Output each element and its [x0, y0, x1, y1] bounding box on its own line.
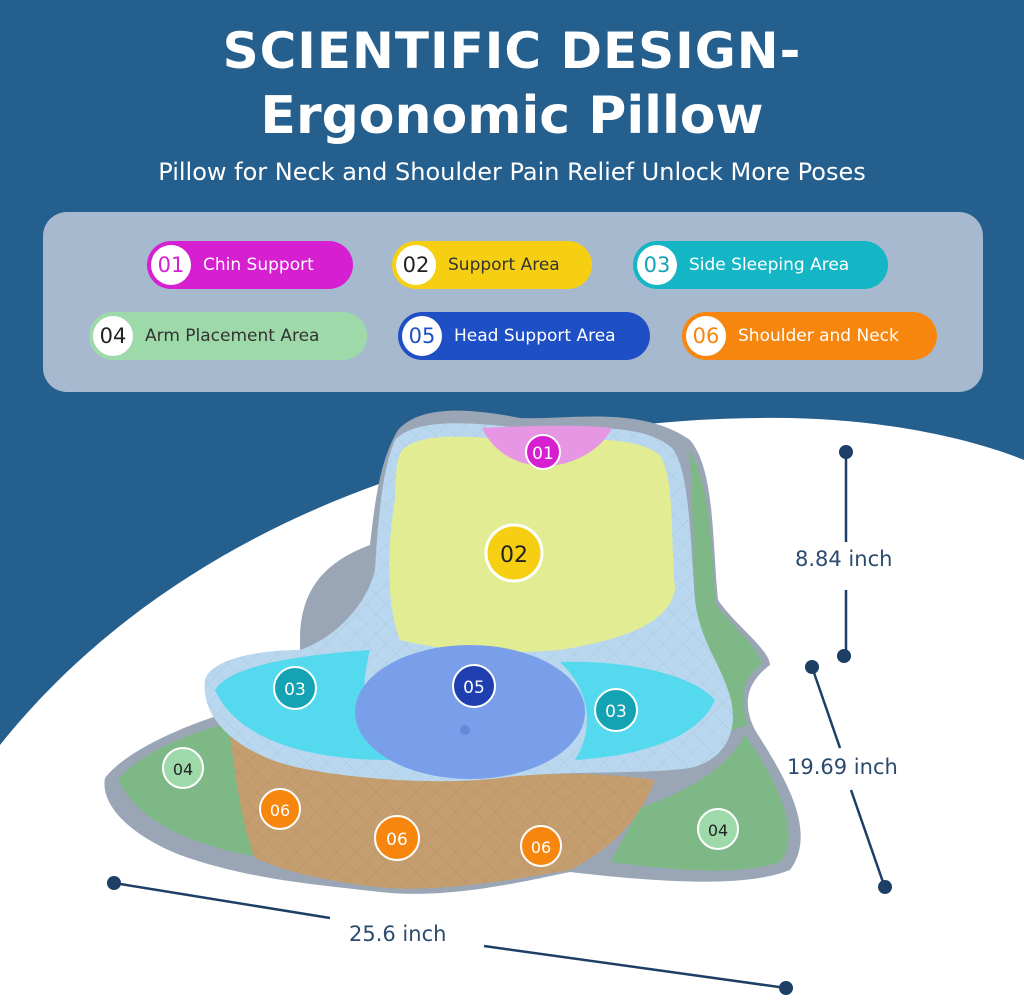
legend-label: Shoulder and Neck — [738, 326, 899, 346]
dimension-height-line — [837, 445, 853, 663]
legend-item-head-support-area: 05 Head Support Area — [398, 312, 650, 360]
marker-03-right: 03 — [594, 688, 638, 732]
marker-03-left: 03 — [273, 666, 317, 710]
marker-02: 02 — [484, 523, 544, 583]
marker-06-left-label: 06 — [270, 801, 290, 820]
marker-05-label: 05 — [463, 678, 485, 698]
dimension-depth-line — [805, 660, 892, 894]
head-support-dimple — [460, 725, 470, 735]
marker-06-center-label: 06 — [386, 830, 408, 850]
marker-02-label: 02 — [500, 543, 528, 568]
legend-number: 04 — [93, 316, 133, 356]
legend-number: 02 — [396, 245, 436, 285]
legend-label: Side Sleeping Area — [689, 255, 850, 275]
subtitle: Pillow for Neck and Shoulder Pain Relief… — [158, 158, 866, 186]
marker-06-right-label: 06 — [531, 838, 551, 857]
dimension-width-label: 25.6 inch — [349, 922, 447, 946]
legend-label: Head Support Area — [454, 326, 616, 346]
legend-number: 05 — [402, 316, 442, 356]
dimension-depth-label: 19.69 inch — [787, 755, 898, 779]
marker-06-center: 06 — [374, 815, 420, 861]
legend-number: 01 — [151, 245, 191, 285]
dimension-width-line — [107, 876, 793, 995]
legend-item-chin-support: 01 Chin Support — [147, 241, 353, 289]
title-line-2: Ergonomic Pillow — [260, 86, 764, 146]
marker-06-right: 06 — [520, 825, 562, 867]
marker-04-right: 04 — [697, 808, 739, 850]
marker-04-left: 04 — [162, 747, 204, 789]
marker-05: 05 — [452, 664, 496, 708]
legend-panel: 01 Chin Support 02 Support Area 03 Side … — [43, 212, 983, 392]
title-line-1: SCIENTIFIC DESIGN- — [222, 22, 802, 80]
head-support-area — [355, 645, 585, 779]
marker-01: 01 — [525, 434, 561, 470]
legend-item-arm-placement-area: 04 Arm Placement Area — [89, 312, 367, 360]
legend-number: 03 — [637, 245, 677, 285]
arm-area-right — [610, 735, 789, 871]
marker-04-left-label: 04 — [173, 760, 193, 779]
marker-06-left: 06 — [259, 788, 301, 830]
legend-label: Arm Placement Area — [145, 326, 320, 346]
legend-label: Chin Support — [203, 255, 314, 275]
marker-04-right-label: 04 — [708, 821, 728, 840]
legend-number: 06 — [686, 316, 726, 356]
dimension-height-label: 8.84 inch — [795, 547, 893, 571]
marker-01-label: 01 — [532, 444, 554, 464]
legend-item-shoulder-and-neck: 06 Shoulder and Neck — [682, 312, 937, 360]
legend-item-support-area: 02 Support Area — [392, 241, 592, 289]
legend-label: Support Area — [448, 255, 560, 275]
legend-item-side-sleeping-area: 03 Side Sleeping Area — [633, 241, 888, 289]
marker-03-left-label: 03 — [284, 680, 306, 700]
marker-03-right-label: 03 — [605, 702, 627, 722]
